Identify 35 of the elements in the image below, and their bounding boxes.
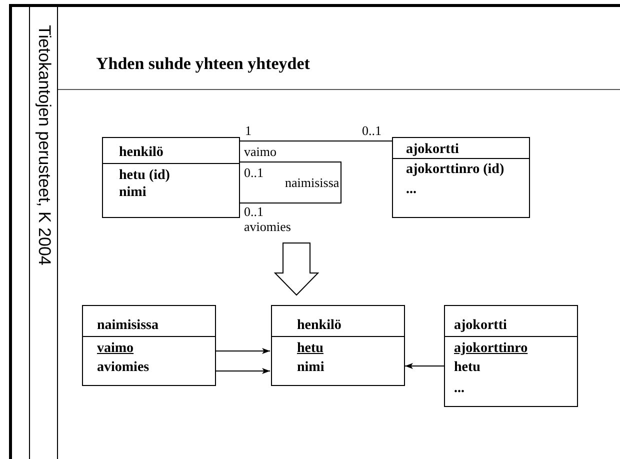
connector	[404, 363, 444, 369]
attribute-name: hetu	[454, 360, 480, 376]
attribute-name: ...	[406, 182, 416, 198]
entity-name: henkilö	[297, 318, 342, 334]
attribute-name: hetu	[297, 341, 324, 357]
attribute-name: nimi	[119, 185, 146, 201]
entity-box	[271, 305, 405, 386]
attribute-name: ajokorttinro (id)	[406, 162, 504, 178]
entity-box	[102, 137, 240, 218]
entity-name: naimisissa	[97, 318, 158, 334]
role-label: 0..1	[244, 166, 264, 180]
connector	[216, 348, 270, 354]
edge-label: naimisissa	[285, 176, 340, 190]
slide-title: Yhden suhde yhteen yhteydet	[96, 54, 310, 74]
role-label: 0..1	[362, 124, 382, 138]
attribute-name: ajokorttinro	[454, 341, 528, 357]
attribute-name: nimi	[297, 360, 324, 376]
role-label: vaimo	[244, 145, 276, 159]
entity-box	[392, 137, 530, 218]
entity-name: ajokortti	[454, 318, 507, 334]
connector	[240, 140, 392, 142]
role-label: aviomies	[244, 220, 291, 234]
attribute-name: vaimo	[97, 341, 134, 357]
entity-name: ajokortti	[406, 142, 459, 158]
attribute-name: aviomies	[97, 360, 150, 376]
role-label: 1	[245, 124, 252, 138]
entity-box	[82, 305, 216, 386]
connector	[240, 162, 342, 204]
attribute-name: hetu (id)	[119, 168, 170, 184]
side-caption: Tietokantojen perusteet, K 2004	[34, 25, 54, 266]
entity-name: henkilö	[119, 145, 164, 161]
role-label: 0..1	[244, 205, 264, 219]
entity-box	[444, 305, 578, 407]
attribute-name: ...	[454, 381, 464, 397]
connector	[216, 368, 270, 374]
